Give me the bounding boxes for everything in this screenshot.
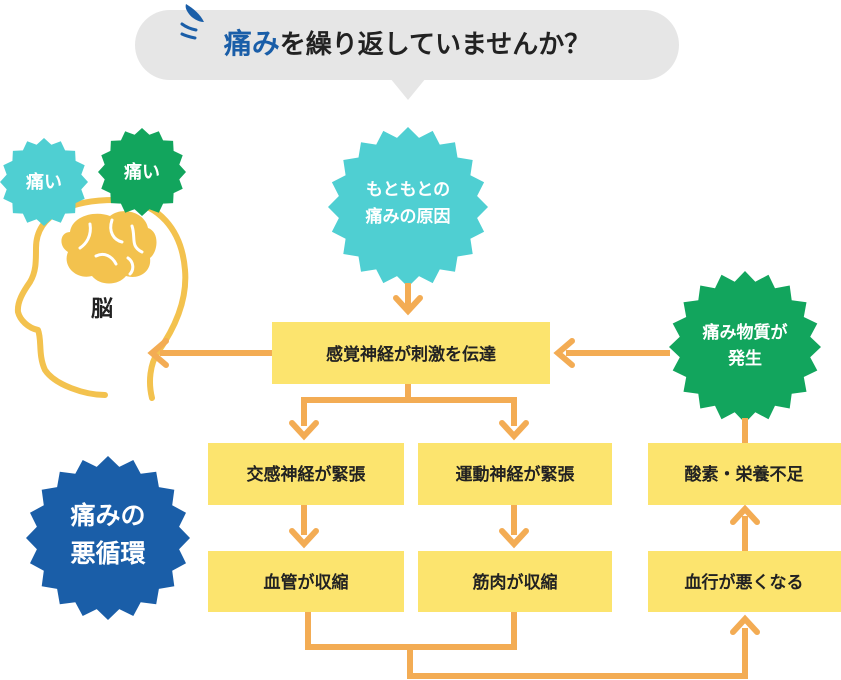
origin-cause-burst bbox=[328, 127, 488, 287]
sympathetic-box bbox=[208, 443, 404, 505]
cycle-line1: 痛みの bbox=[70, 501, 145, 530]
arrow-up-acid bbox=[730, 504, 760, 525]
pain-substance-burst bbox=[669, 271, 821, 423]
pain-left-burst bbox=[0, 138, 88, 226]
header-title: 痛みを繰り返していませんか？ bbox=[224, 27, 590, 60]
header-highlight: 痛み bbox=[224, 27, 280, 60]
muscle-box bbox=[418, 551, 612, 612]
header-splash-icon bbox=[180, 4, 204, 40]
pain-left-label: 痛い bbox=[26, 171, 62, 193]
brain-icon bbox=[61, 211, 157, 284]
header-rest: を繰り返していませんか？ bbox=[280, 29, 590, 60]
substance-line1: 痛み物質が bbox=[703, 322, 788, 343]
motor-label: 運動神経が緊張 bbox=[456, 464, 576, 485]
arrow-down-muscle bbox=[499, 528, 529, 549]
head-outline bbox=[14, 197, 189, 401]
flow-boxes bbox=[208, 322, 841, 612]
sensory-nerve-box bbox=[272, 322, 550, 384]
cycle-line2: 悪循環 bbox=[70, 539, 146, 568]
connectors bbox=[160, 283, 748, 679]
vessel-box bbox=[208, 551, 404, 612]
pain-right-label: 痛い bbox=[124, 161, 160, 183]
vessel-label: 血管が収縮 bbox=[264, 572, 349, 593]
vicious-cycle-burst bbox=[26, 456, 190, 620]
arrow-left-sensory bbox=[553, 338, 575, 368]
arrowheads bbox=[147, 295, 760, 635]
arrow-up-blood bbox=[730, 614, 760, 635]
arrow-down-vessel bbox=[289, 528, 319, 549]
motor-box bbox=[418, 443, 612, 505]
arrow-down-origin bbox=[393, 295, 423, 316]
header-bubble bbox=[135, 10, 679, 100]
blood-flow-box bbox=[648, 551, 841, 612]
sympathetic-label: 交感神経が緊張 bbox=[247, 464, 367, 485]
origin-line2: 痛みの原因 bbox=[366, 206, 451, 227]
brain-label: 脳 bbox=[91, 297, 113, 322]
acid-label: 酸素・栄養不足 bbox=[685, 464, 804, 485]
sensory-nerve-label: 感覚神経が刺激を伝達 bbox=[326, 344, 496, 365]
blood-flow-label: 血行が悪くなる bbox=[685, 572, 804, 593]
pain-right-burst bbox=[98, 128, 186, 216]
starburst-group bbox=[0, 127, 821, 620]
arrow-left-head bbox=[147, 338, 169, 368]
arrow-down-motor bbox=[499, 420, 529, 441]
muscle-label: 筋肉が収縮 bbox=[472, 572, 558, 593]
acid-box bbox=[648, 443, 841, 505]
substance-line2: 発生 bbox=[727, 348, 762, 369]
origin-line1: もともとの bbox=[366, 180, 450, 200]
arrow-down-sympathetic bbox=[289, 420, 319, 441]
